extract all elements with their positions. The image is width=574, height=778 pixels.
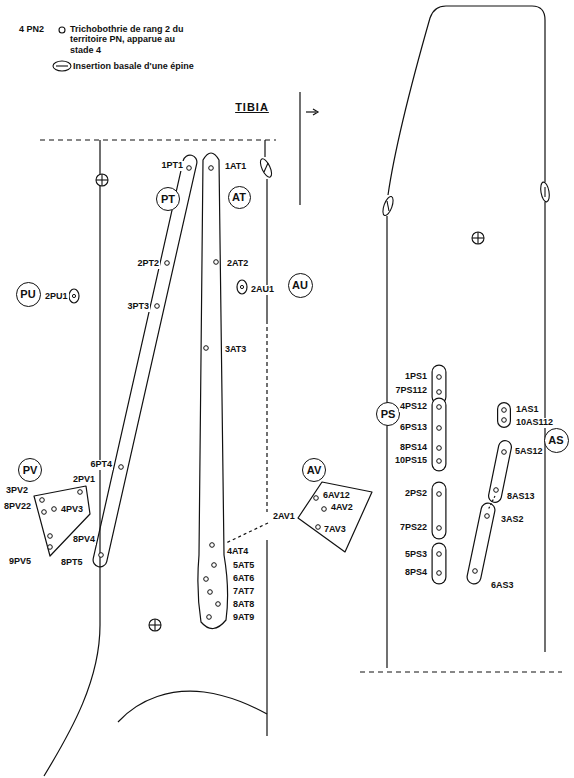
trichobothrium-label: 6AS3: [490, 581, 515, 590]
trichobothrium-label: 10AS112: [515, 418, 554, 427]
trichobothria-band: [34, 153, 372, 629]
territory-name: PV: [23, 465, 38, 476]
territory-name: PT: [161, 194, 175, 205]
trichobothrium-label: 4AV2: [330, 503, 354, 512]
trichobothrium-label: 6PT4: [89, 460, 113, 469]
trichobothrium-label: 5AS12: [514, 447, 544, 456]
trichobothrium-label: 2AU1: [250, 285, 275, 294]
trichobothrium-label: 2PV1: [72, 475, 96, 484]
trichobothrium-label: 3PT3: [126, 302, 150, 311]
territory-circle: PS: [376, 402, 400, 426]
territory-name: PS: [381, 409, 396, 420]
trichobothrium-label: 4AT4: [226, 547, 249, 556]
trichobothrium-label: 8AT8: [232, 600, 255, 609]
trichobothrium-label: 4PV3: [60, 505, 84, 514]
trichobothrium-label: 3AT3: [224, 345, 247, 354]
territory-name: AS: [548, 435, 563, 446]
spine-insertion: [53, 27, 551, 631]
territory-circle: PV: [18, 458, 42, 482]
trichobothrium-label: 8PS4: [404, 568, 428, 577]
trichobothrium-label: 2PT2: [136, 259, 160, 268]
trichobothrium-label: 8PV4: [72, 535, 96, 544]
legend-text: Insertion basale d'une épine: [73, 61, 243, 71]
trichobothrium-label: 2AT2: [226, 259, 249, 268]
trichobothrium-label: 8AS13: [506, 492, 536, 501]
trichobothrium-label: 5AT5: [232, 561, 255, 570]
trichobothrium-label: 7PS112: [394, 386, 428, 395]
trichobothrium-label: 2AV1: [272, 512, 296, 521]
trichobothrium-label: 9AT9: [232, 613, 255, 622]
territory-name: AU: [292, 280, 308, 291]
territory-name: AV: [307, 465, 321, 476]
trichobothrium-label: 5PS3: [404, 550, 428, 559]
legend-key: 4 PN2: [18, 25, 45, 34]
trichobothrium-label: 1PS1: [404, 372, 428, 381]
trichobothria-band: [100, 162, 505, 577]
trichobothrium-label: 6AV12: [322, 491, 351, 500]
trichobothrium-label: 7AT7: [232, 587, 255, 596]
territory-circle: AV: [302, 458, 326, 482]
territory-circle: PU: [16, 282, 41, 307]
trichobothrium-label: 1AT1: [224, 162, 247, 171]
trichobothrium-label: 2PS2: [404, 489, 428, 498]
territory-circle: AS: [544, 428, 569, 453]
trichobothrium-label: 3AS2: [500, 515, 525, 524]
trichobothrium-label: 1PT1: [160, 161, 184, 170]
trichobothrium-label: 6PS13: [399, 423, 428, 432]
trichobothrium-dot: [40, 166, 507, 620]
territory-name: AT: [232, 192, 246, 203]
territory-circle: AT: [228, 186, 251, 209]
trichobothrium-label: 4PS12: [399, 402, 428, 411]
trichobothrium-label: 10PS15: [394, 456, 428, 465]
legend-text: Trichobothrie de rang 2 du territoire PN…: [70, 24, 198, 55]
territory-circle: AU: [288, 273, 313, 298]
trichobothrium-label: 2PU1: [44, 292, 69, 301]
trichobothrium-label: 6AT6: [232, 574, 255, 583]
tibia-outline: [40, 6, 562, 776]
trichobothrium-label: 3PV2: [5, 486, 29, 495]
trichobothrium-label: 1AS1: [515, 405, 540, 414]
territory-name: PU: [20, 289, 35, 300]
trichobothrium-label: 7PS22: [399, 523, 428, 532]
trichobothrium-label: 7AV3: [323, 525, 347, 534]
trichobothrium-label: 8PS14: [399, 443, 428, 452]
trichobothrium-label: 8PT5: [60, 558, 84, 567]
trichobothrium-label: 8PV22: [3, 502, 32, 511]
figure-title: TIBIA: [235, 101, 269, 114]
territory-circle: PT: [156, 187, 180, 211]
trichobothrium-label: 9PV5: [8, 557, 32, 566]
